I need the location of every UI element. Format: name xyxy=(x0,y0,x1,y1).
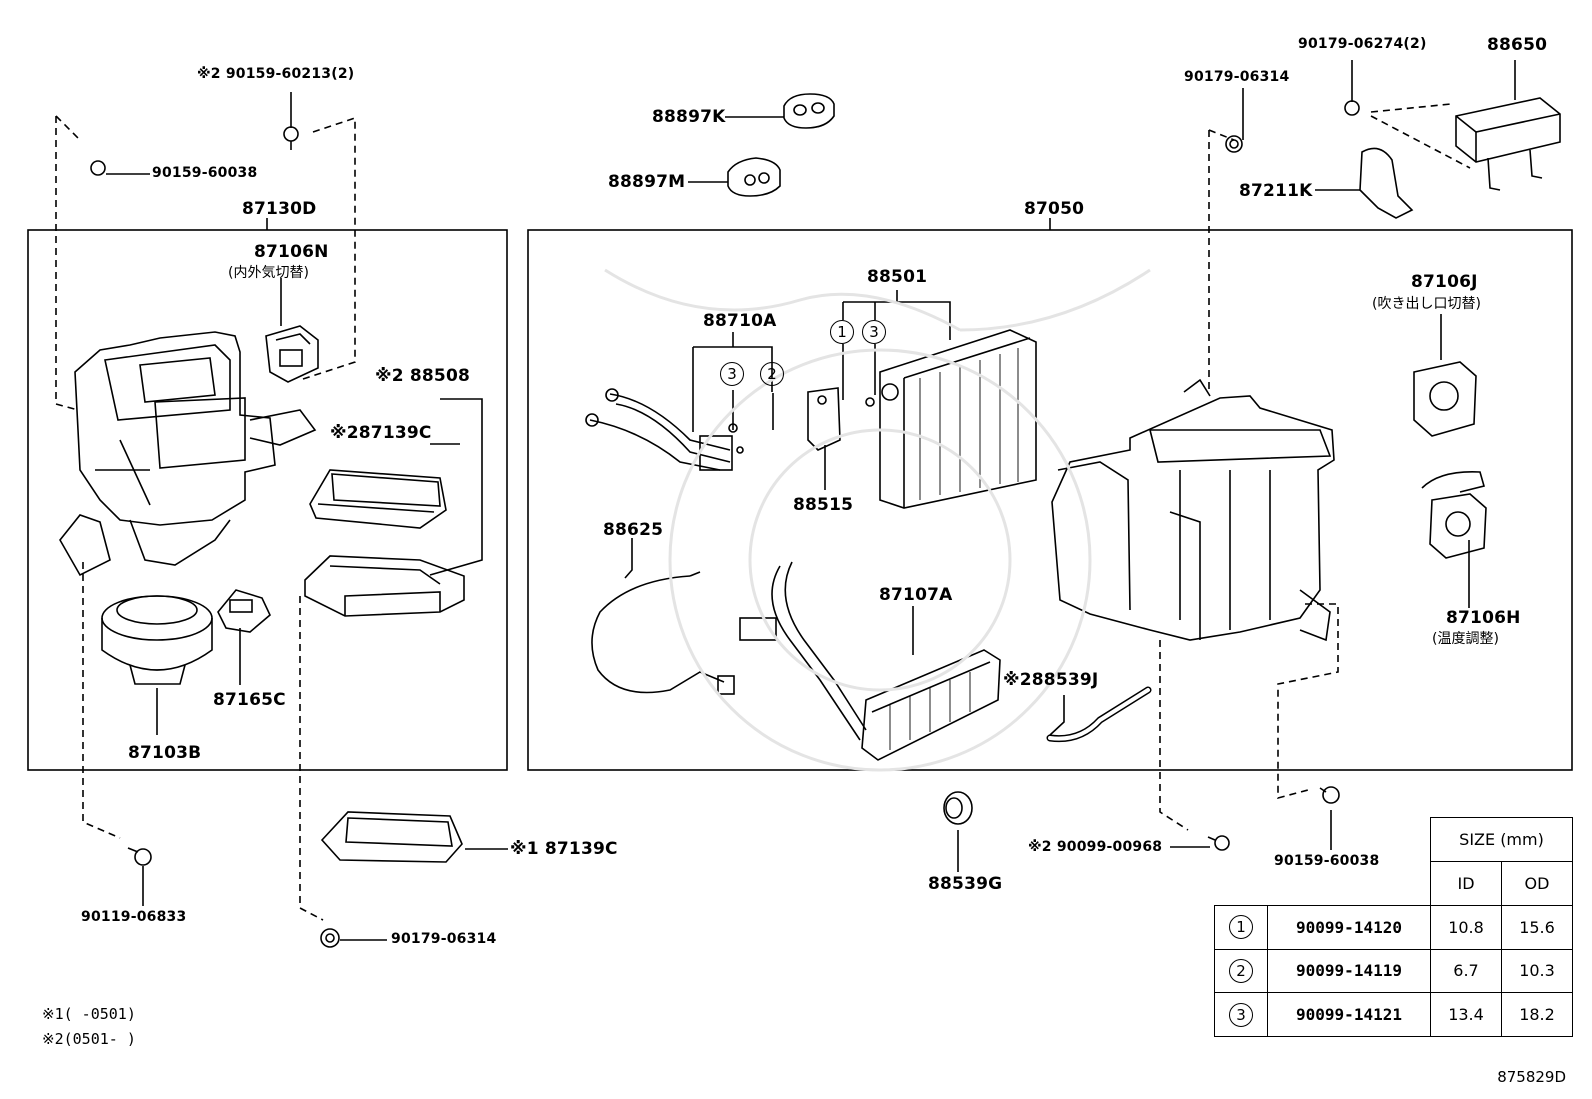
valve-88515-sketch xyxy=(807,387,841,451)
sensor-wire-88625-sketch xyxy=(591,571,735,695)
part-label-90179-06274: 90179-06274(2) xyxy=(1298,36,1427,52)
fastener-sketches xyxy=(90,100,1360,948)
col-id-header: ID xyxy=(1430,861,1502,906)
footnote-1: ※1( -0501) xyxy=(42,1005,136,1023)
part-label-87107A: 87107A xyxy=(879,585,953,605)
table-row: 1 90099-14120 10.8 15.6 xyxy=(1214,905,1573,950)
document-id: 875829D xyxy=(1497,1068,1566,1086)
part-label-87103B: 87103B xyxy=(128,743,202,763)
part-label-88539J: ※288539J xyxy=(1003,670,1099,690)
part-label-88539G: 88539G xyxy=(928,874,1003,894)
actuator-87106H-sketch xyxy=(1421,471,1487,559)
callout-circle: 1 xyxy=(830,320,854,344)
callout-circle: 2 xyxy=(760,362,784,386)
row-mark: 2 xyxy=(1229,958,1253,983)
actuator-87106N-sketch xyxy=(265,325,319,383)
part-label-90099-00968: ※2 90099-00968 xyxy=(1028,839,1163,855)
grommet-88897K-sketch xyxy=(783,93,835,129)
col-od-header: OD xyxy=(1501,861,1573,906)
part-label-87106H: 87106H xyxy=(1446,608,1521,628)
part-sub-87106J: (吹き出し口切替) xyxy=(1372,296,1481,312)
watermark-logo xyxy=(604,268,1151,772)
actuator-87106J-sketch xyxy=(1413,361,1477,437)
bracket-87211K-sketch xyxy=(1359,147,1414,219)
heater-case-sketch xyxy=(1051,378,1335,642)
heater-core-87107A-sketch xyxy=(739,561,1001,761)
blower-motor-87103B-sketch xyxy=(101,595,213,685)
row-id: 13.4 xyxy=(1430,992,1502,1037)
part-label-87106J: 87106J xyxy=(1411,272,1478,292)
part-label-87165C: 87165C xyxy=(213,690,286,710)
part-label-87139C-lower: ※1 87139C xyxy=(510,839,618,859)
grommet-88539G-sketch xyxy=(943,791,973,825)
blower-case-sketch xyxy=(59,331,317,577)
row-part-number: 90099-14121 xyxy=(1267,992,1431,1037)
footnote-2: ※2(0501- ) xyxy=(42,1030,136,1048)
amplifier-88650-sketch xyxy=(1455,97,1561,191)
row-id: 6.7 xyxy=(1430,948,1502,994)
part-label-87211K: 87211K xyxy=(1239,181,1313,201)
row-od: 15.6 xyxy=(1501,905,1573,950)
part-label-90119-06833: 90119-06833 xyxy=(81,909,187,925)
part-label-87106N: 87106N xyxy=(254,242,329,262)
resistor-87165C-sketch xyxy=(217,589,271,633)
part-label-90179-06314-lower: 90179-06314 xyxy=(391,931,497,947)
grommet-88897M-sketch xyxy=(727,157,781,197)
part-label-88508: ※2 88508 xyxy=(375,366,471,386)
part-label-88897K: 88897K xyxy=(652,107,726,127)
table-row: 3 90099-14121 13.4 18.2 xyxy=(1214,992,1573,1037)
pipe-88710A-sketch xyxy=(585,388,744,471)
filter-87139C-upper-sketch xyxy=(309,469,447,529)
row-id: 10.8 xyxy=(1430,905,1502,950)
part-label-88710A: 88710A xyxy=(703,311,777,331)
part-label-87139C-upper: ※287139C xyxy=(330,423,432,443)
filter-case-88508-sketch xyxy=(304,555,465,617)
part-label-90159-60038-right: 90159-60038 xyxy=(1274,853,1380,869)
part-label-88501: 88501 xyxy=(867,267,928,287)
row-od: 18.2 xyxy=(1501,992,1573,1037)
part-label-88897M: 88897M xyxy=(608,172,686,192)
row-od: 10.3 xyxy=(1501,948,1573,994)
assembly-label-87130D: 87130D xyxy=(242,199,317,219)
assembly-label-87050: 87050 xyxy=(1024,199,1085,219)
row-mark: 1 xyxy=(1229,915,1253,940)
part-label-90159-60038-left: 90159-60038 xyxy=(152,165,258,181)
part-label-90159-60213: ※2 90159-60213(2) xyxy=(197,66,355,82)
o-ring-size-table: SIZE (mm) ID OD 1 90099-14120 10.8 15.6 … xyxy=(1214,817,1573,1037)
row-part-number: 90099-14120 xyxy=(1267,905,1431,950)
part-label-90179-06314-upper: 90179-06314 xyxy=(1184,69,1290,85)
evaporator-88501-sketch xyxy=(865,329,1037,509)
part-label-88650: 88650 xyxy=(1487,35,1548,55)
row-part-number: 90099-14119 xyxy=(1267,948,1431,994)
part-sub-87106H: (温度調整) xyxy=(1432,631,1499,647)
table-row: 2 90099-14119 6.7 10.3 xyxy=(1214,948,1573,994)
part-label-88625: 88625 xyxy=(603,520,664,540)
part-sub-87106N: (内外気切替) xyxy=(228,265,309,281)
size-header: SIZE (mm) xyxy=(1430,817,1573,862)
part-label-88515: 88515 xyxy=(793,495,854,515)
row-mark: 3 xyxy=(1229,1002,1253,1027)
callout-circle: 3 xyxy=(862,320,886,344)
filter-87139C-lower-sketch xyxy=(320,811,463,863)
callout-circle: 3 xyxy=(720,362,744,386)
